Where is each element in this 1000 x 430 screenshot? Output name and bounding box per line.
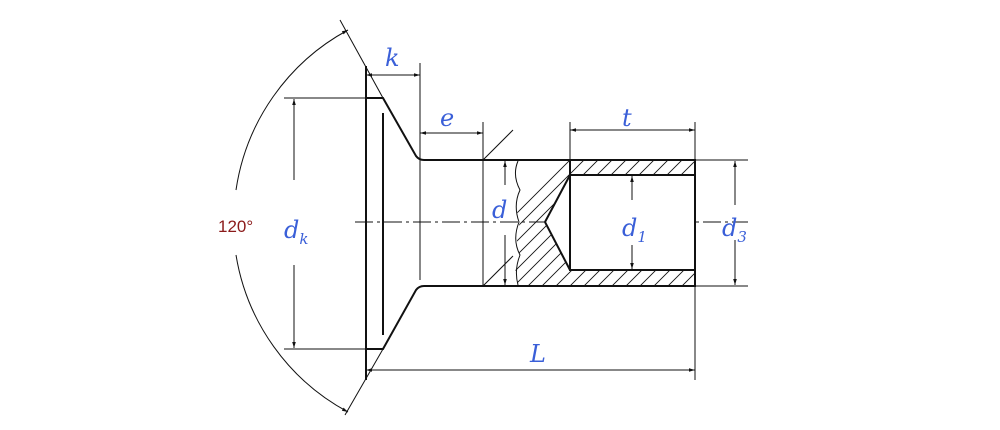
label-L: L xyxy=(529,340,546,368)
label-d1: d1 xyxy=(622,214,647,246)
bore xyxy=(545,175,695,270)
label-k: k xyxy=(385,44,400,72)
hatch-line xyxy=(748,155,883,290)
hatch-line xyxy=(762,155,897,290)
hatch-line xyxy=(818,155,953,290)
hatch-line xyxy=(776,155,911,290)
hatch-line xyxy=(515,161,576,285)
label-e: e xyxy=(440,104,454,132)
dimension-lines xyxy=(235,29,737,413)
label-t: t xyxy=(622,104,632,132)
hatch-line xyxy=(790,155,925,290)
label-dk: dk xyxy=(284,216,308,248)
label-d3: d3 xyxy=(722,214,747,246)
hatch-line xyxy=(804,155,939,290)
label-angle: 120° xyxy=(218,217,253,236)
label-d: d xyxy=(492,196,507,224)
hatch-line xyxy=(734,155,869,290)
hatch-line xyxy=(515,161,590,285)
